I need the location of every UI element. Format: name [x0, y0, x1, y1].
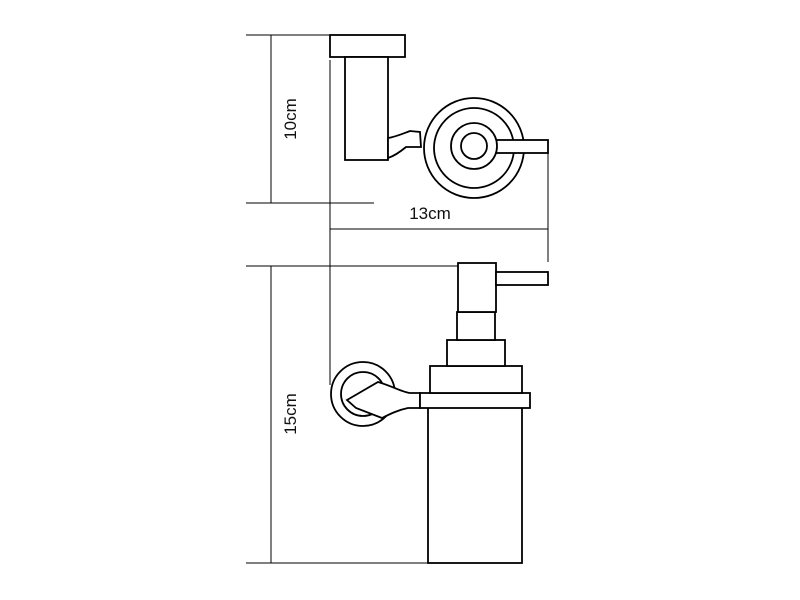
depth-label: 13cm — [409, 204, 451, 223]
bottle-body — [427, 395, 523, 564]
pump-stem — [456, 311, 496, 341]
bottle-shoulder — [429, 365, 523, 394]
front-view — [330, 262, 549, 564]
bottom-height-label: 15cm — [281, 393, 300, 435]
wall-mount-plate — [329, 34, 406, 58]
holder-ring-band — [419, 392, 531, 409]
pump-nozzle — [495, 271, 549, 286]
pump-head — [457, 262, 497, 313]
mounting-arm-side — [387, 130, 422, 160]
wall-mount-post — [344, 56, 389, 161]
side-view — [329, 34, 549, 199]
top-height-label: 10cm — [281, 98, 300, 140]
pump-head-inner — [460, 132, 488, 160]
pump-collar — [446, 339, 506, 367]
dimension-lines — [246, 34, 549, 564]
